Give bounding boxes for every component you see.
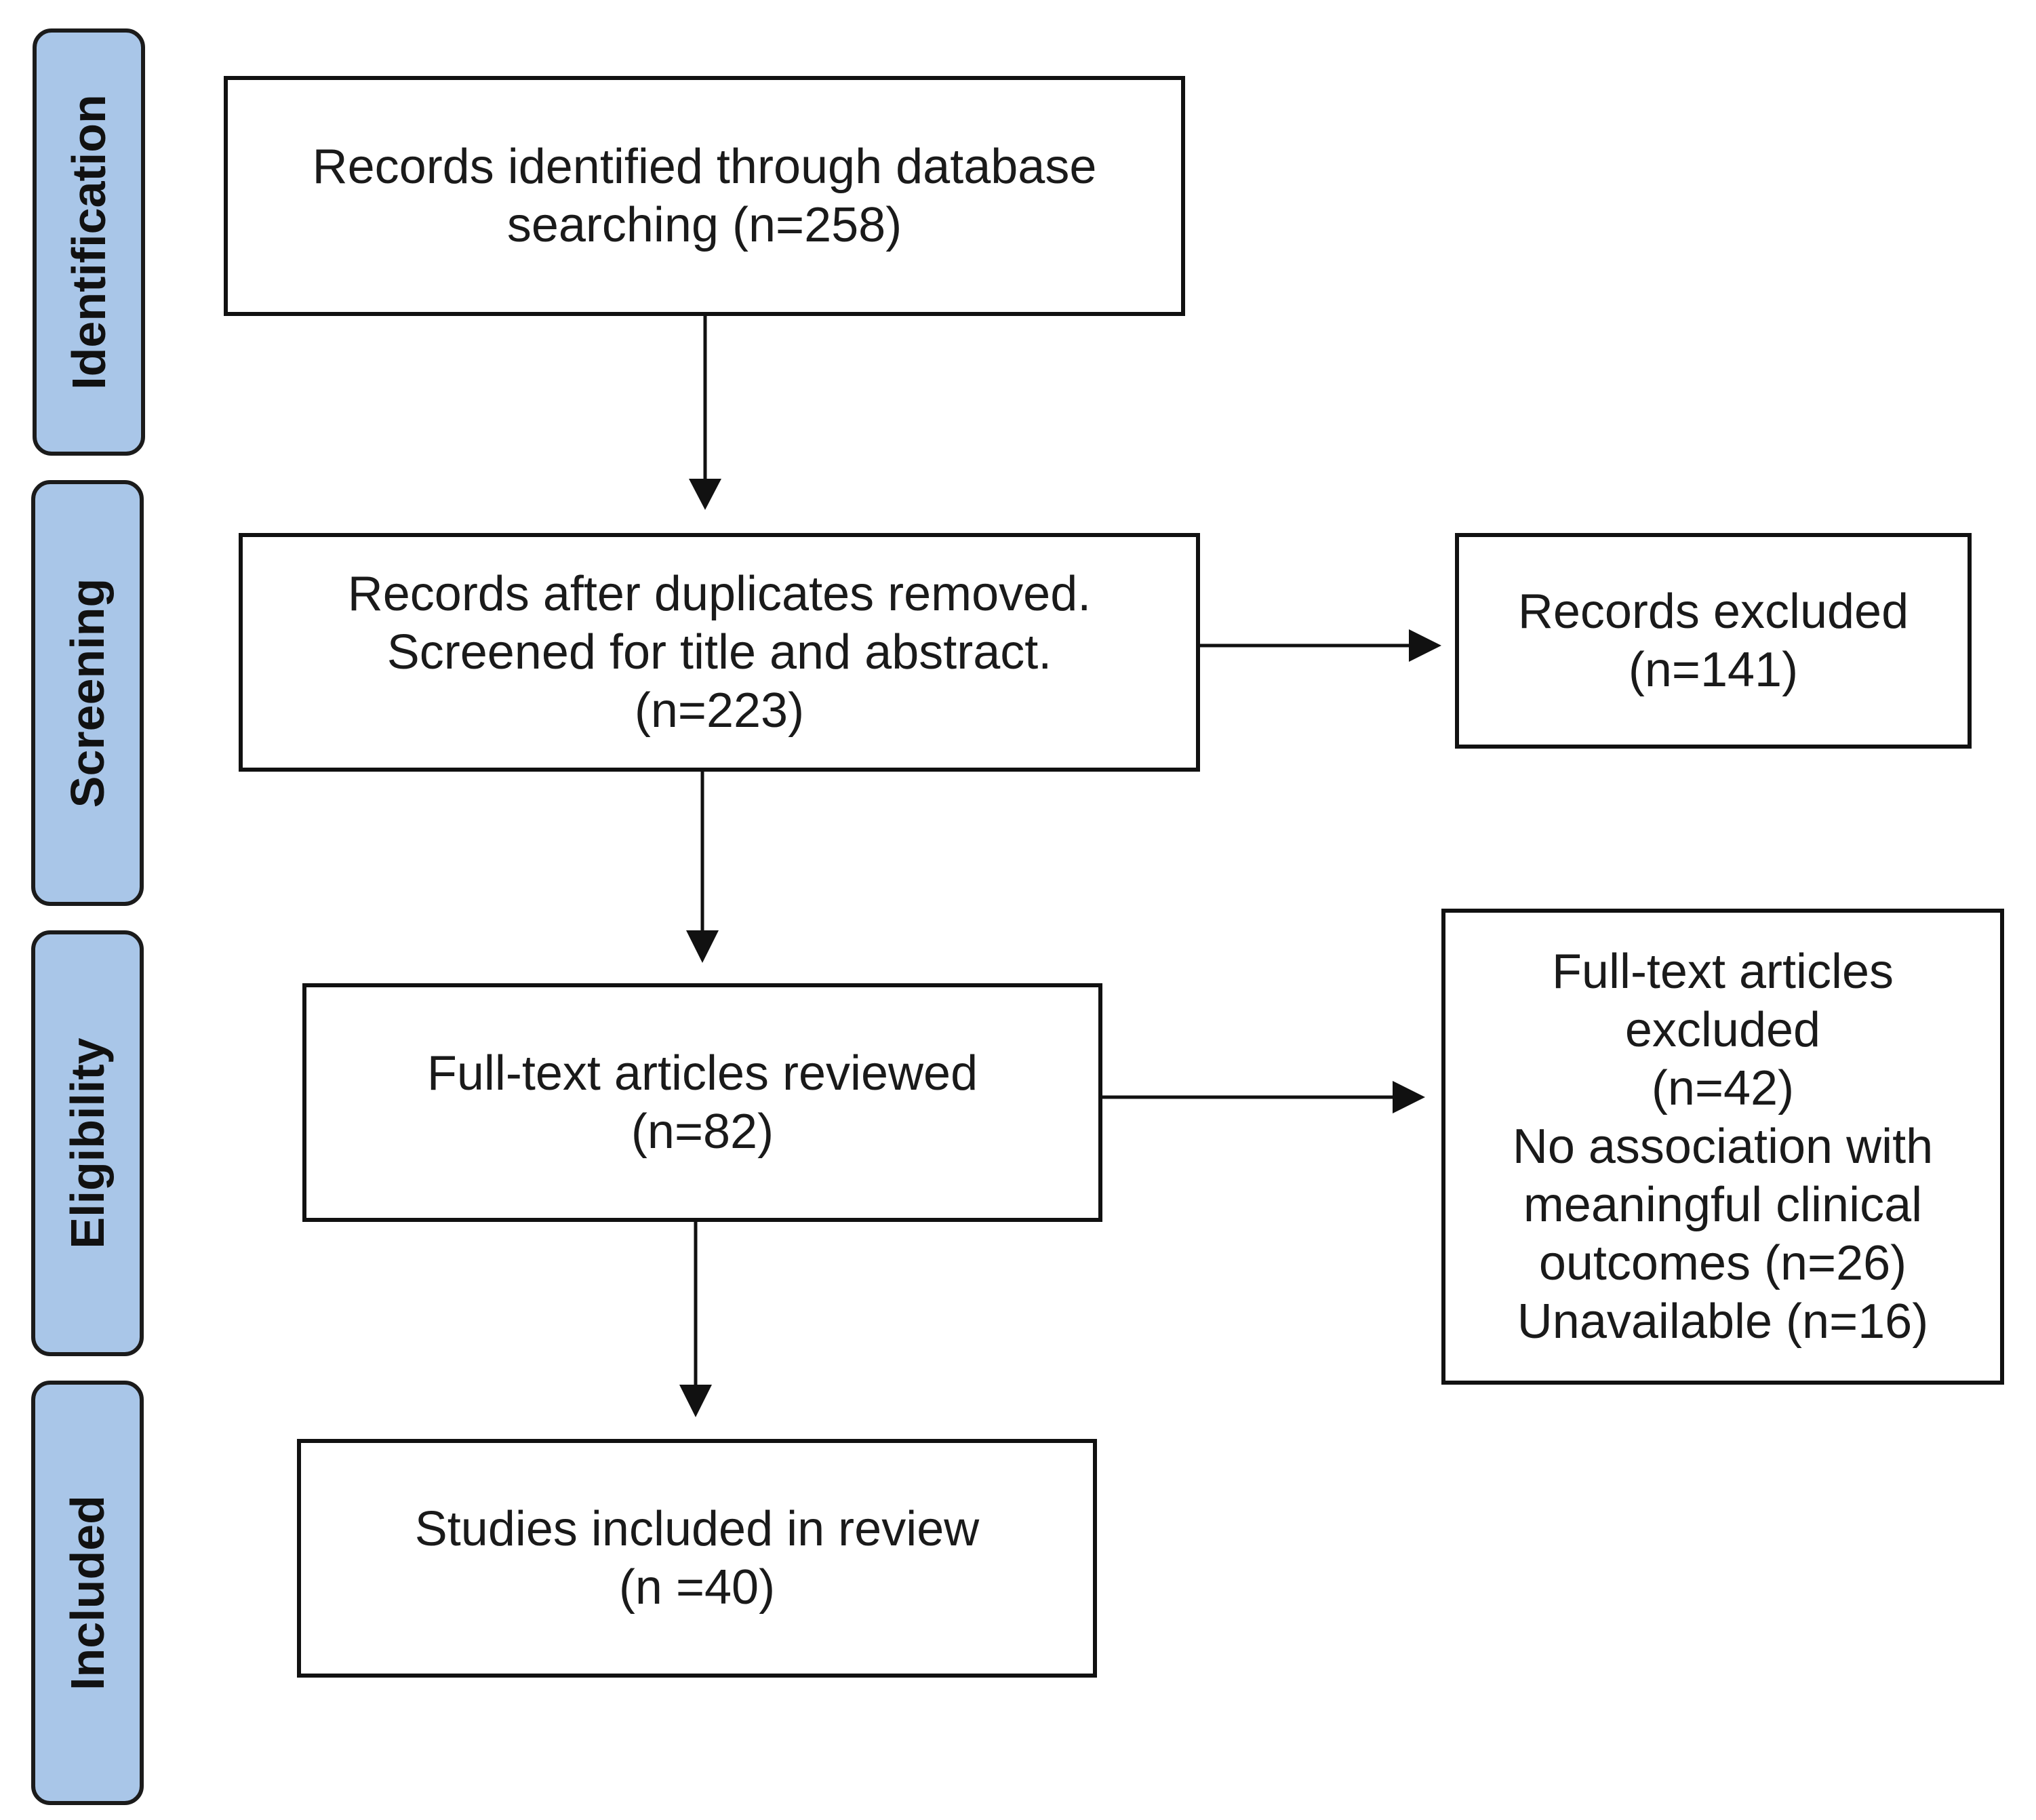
phase-included: Included <box>31 1381 144 1805</box>
box-records-screened: Records after duplicates removed. Screen… <box>239 533 1200 772</box>
phase-identification: Identification <box>33 28 145 456</box>
fulltext-excluded-line-5: meaningful clinical <box>1523 1178 1923 1232</box>
arrowhead-screened-to-fulltext <box>686 930 719 963</box>
records-excluded-text: Records excluded (n=141) <box>1518 582 1909 699</box>
records-excluded-line-2: (n=141) <box>1628 643 1799 697</box>
studies-included-text: Studies included in review (n =40) <box>415 1500 979 1617</box>
records-screened-line-3: (n=223) <box>634 684 805 738</box>
box-records-identified: Records identified through database sear… <box>224 76 1185 316</box>
records-identified-line-1: Records identified through database <box>312 140 1097 194</box>
fulltext-excluded-line-1: Full-text articles <box>1551 945 1894 999</box>
box-fulltext-excluded: Full-text articles excluded (n=42) No as… <box>1441 909 2004 1385</box>
fulltext-reviewed-line-2: (n=82) <box>631 1105 774 1159</box>
fulltext-excluded-line-6: outcomes (n=26) <box>1538 1236 1907 1290</box>
studies-included-line-2: (n =40) <box>618 1560 776 1615</box>
box-studies-included: Studies included in review (n =40) <box>297 1439 1097 1678</box>
records-screened-text: Records after duplicates removed. Screen… <box>348 565 1092 740</box>
studies-included-line-1: Studies included in review <box>414 1502 980 1556</box>
records-excluded-line-1: Records excluded <box>1517 585 1909 639</box>
fulltext-reviewed-line-1: Full-text articles reviewed <box>426 1046 978 1101</box>
records-screened-line-2: Screened for title and abstract. <box>386 625 1052 679</box>
fulltext-reviewed-text: Full-text articles reviewed (n=82) <box>427 1044 978 1161</box>
phase-screening: Screening <box>31 480 144 906</box>
arrowhead-identified-to-screened <box>689 479 721 510</box>
arrowhead-screened-to-excluded <box>1409 629 1441 662</box>
fulltext-excluded-line-2: excluded <box>1624 1003 1821 1057</box>
records-identified-text: Records identified through database sear… <box>313 138 1097 254</box>
box-fulltext-reviewed: Full-text articles reviewed (n=82) <box>302 983 1102 1222</box>
arrowhead-fulltext-to-excluded <box>1393 1081 1425 1113</box>
arrowhead-fulltext-to-included <box>679 1385 712 1417</box>
fulltext-excluded-line-3: (n=42) <box>1651 1061 1795 1115</box>
fulltext-excluded-line-7: Unavailable (n=16) <box>1517 1294 1929 1349</box>
fulltext-excluded-text: Full-text articles excluded (n=42) No as… <box>1513 943 1933 1351</box>
records-screened-line-1: Records after duplicates removed. <box>347 567 1092 621</box>
fulltext-excluded-line-4: No association with <box>1512 1120 1934 1174</box>
phase-eligibility: Eligibility <box>31 930 144 1356</box>
records-identified-line-2: searching (n=258) <box>506 198 902 252</box>
box-records-excluded: Records excluded (n=141) <box>1455 533 1972 749</box>
